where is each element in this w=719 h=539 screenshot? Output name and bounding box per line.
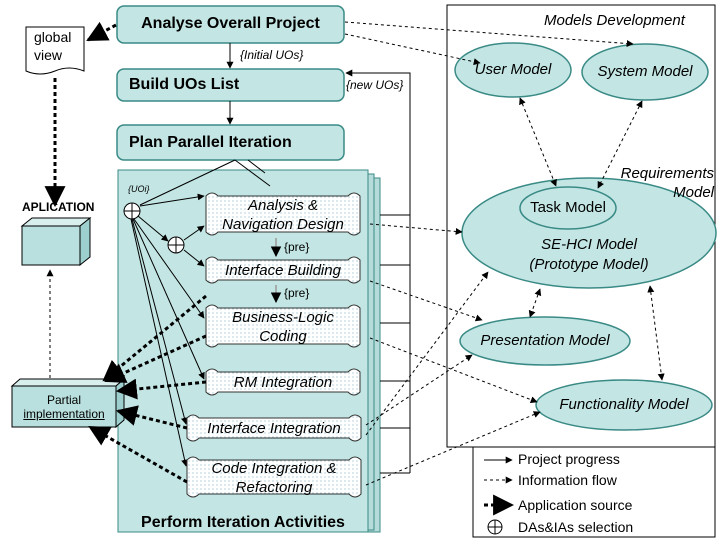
system-model-shape (581, 43, 709, 101)
activity-code-integration: Code Integration & Refactoring (187, 459, 361, 497)
activity-shapes (186, 192, 362, 498)
activity-rm-integration: RM Integration (233, 374, 333, 391)
selector-1 (123, 202, 141, 220)
sehci-line-1: SE-HCI Model (541, 236, 637, 253)
sehci-line-2: (Prototype Model) (529, 256, 649, 273)
activity-code-line-1: Code Integration & (211, 460, 337, 477)
activity-business-line-1: Business-Logic (232, 309, 334, 326)
global-view-label: global view (34, 28, 71, 64)
activity-analysis-nav: Analysis & Navigation Design (206, 196, 360, 234)
sehci-model-label: SE-HCI Model (Prototype Model) (500, 235, 678, 275)
legend-box (472, 446, 716, 538)
functionality-model-shape (535, 379, 713, 431)
application-label: APLICATION (22, 200, 95, 214)
activity-interface-integration: Interface Integration (207, 420, 341, 437)
activity-code-line-2: Refactoring (235, 479, 313, 496)
application-cube (20, 216, 92, 267)
activity-business-logic: Business-Logic Coding (206, 308, 360, 346)
build-uos-label: Build UOs List (129, 76, 240, 93)
activity-analysis-line-2: Navigation Design (222, 216, 344, 233)
task-model-shape (519, 186, 617, 230)
global-view-line-1: global (34, 29, 72, 45)
activity-business-line-2: Coding (259, 328, 307, 345)
legend-application-source: Application source (518, 497, 633, 513)
plan-box-shape (116, 124, 345, 161)
uoi-label: {UOi} (128, 184, 150, 194)
system-model-label: System Model (597, 63, 693, 80)
pre-label-1: {pre} (284, 240, 310, 254)
pre-label-2: {pre} (284, 286, 310, 300)
user-model-label: User Model (474, 61, 552, 78)
functionality-model-label: Functionality Model (559, 396, 689, 413)
global-view-shape (25, 26, 85, 75)
perform-activities-label: Perform Iteration Activities (141, 514, 345, 531)
legend-das-ias-selection: DAs&IAs selection (518, 519, 634, 535)
presentation-model-shape (459, 316, 631, 366)
partial-line-1: Partial (46, 393, 81, 407)
initial-uos-label: {Initial UOs} (240, 48, 304, 62)
requirements-model-label: Requirements Model (598, 164, 714, 202)
task-model-label: Task Model (530, 199, 606, 216)
activity-interface-building: Interface Building (225, 262, 341, 279)
legend-project-progress: Project progress (518, 451, 620, 467)
partial-cube (10, 377, 126, 429)
analyse-project-label: Analyse Overall Project (141, 15, 320, 32)
partial-line-2: implementation (23, 407, 105, 421)
new-uos-label: {new UOs} (346, 78, 404, 92)
partial-label: Partial implementation (12, 393, 116, 421)
requirements-line-2: Model (673, 184, 714, 201)
activity-analysis-line-1: Analysis & (247, 197, 319, 214)
plan-iteration-label: Plan Parallel Iteration (129, 134, 292, 151)
selector-2 (167, 236, 185, 254)
requirements-line-1: Requirements (620, 165, 714, 182)
models-panel-title: Models Development (544, 12, 685, 29)
legend-information-flow: Information flow (518, 472, 617, 488)
presentation-model-label: Presentation Model (480, 332, 610, 349)
user-model-shape (454, 42, 572, 98)
global-view-line-2: view (34, 47, 63, 63)
